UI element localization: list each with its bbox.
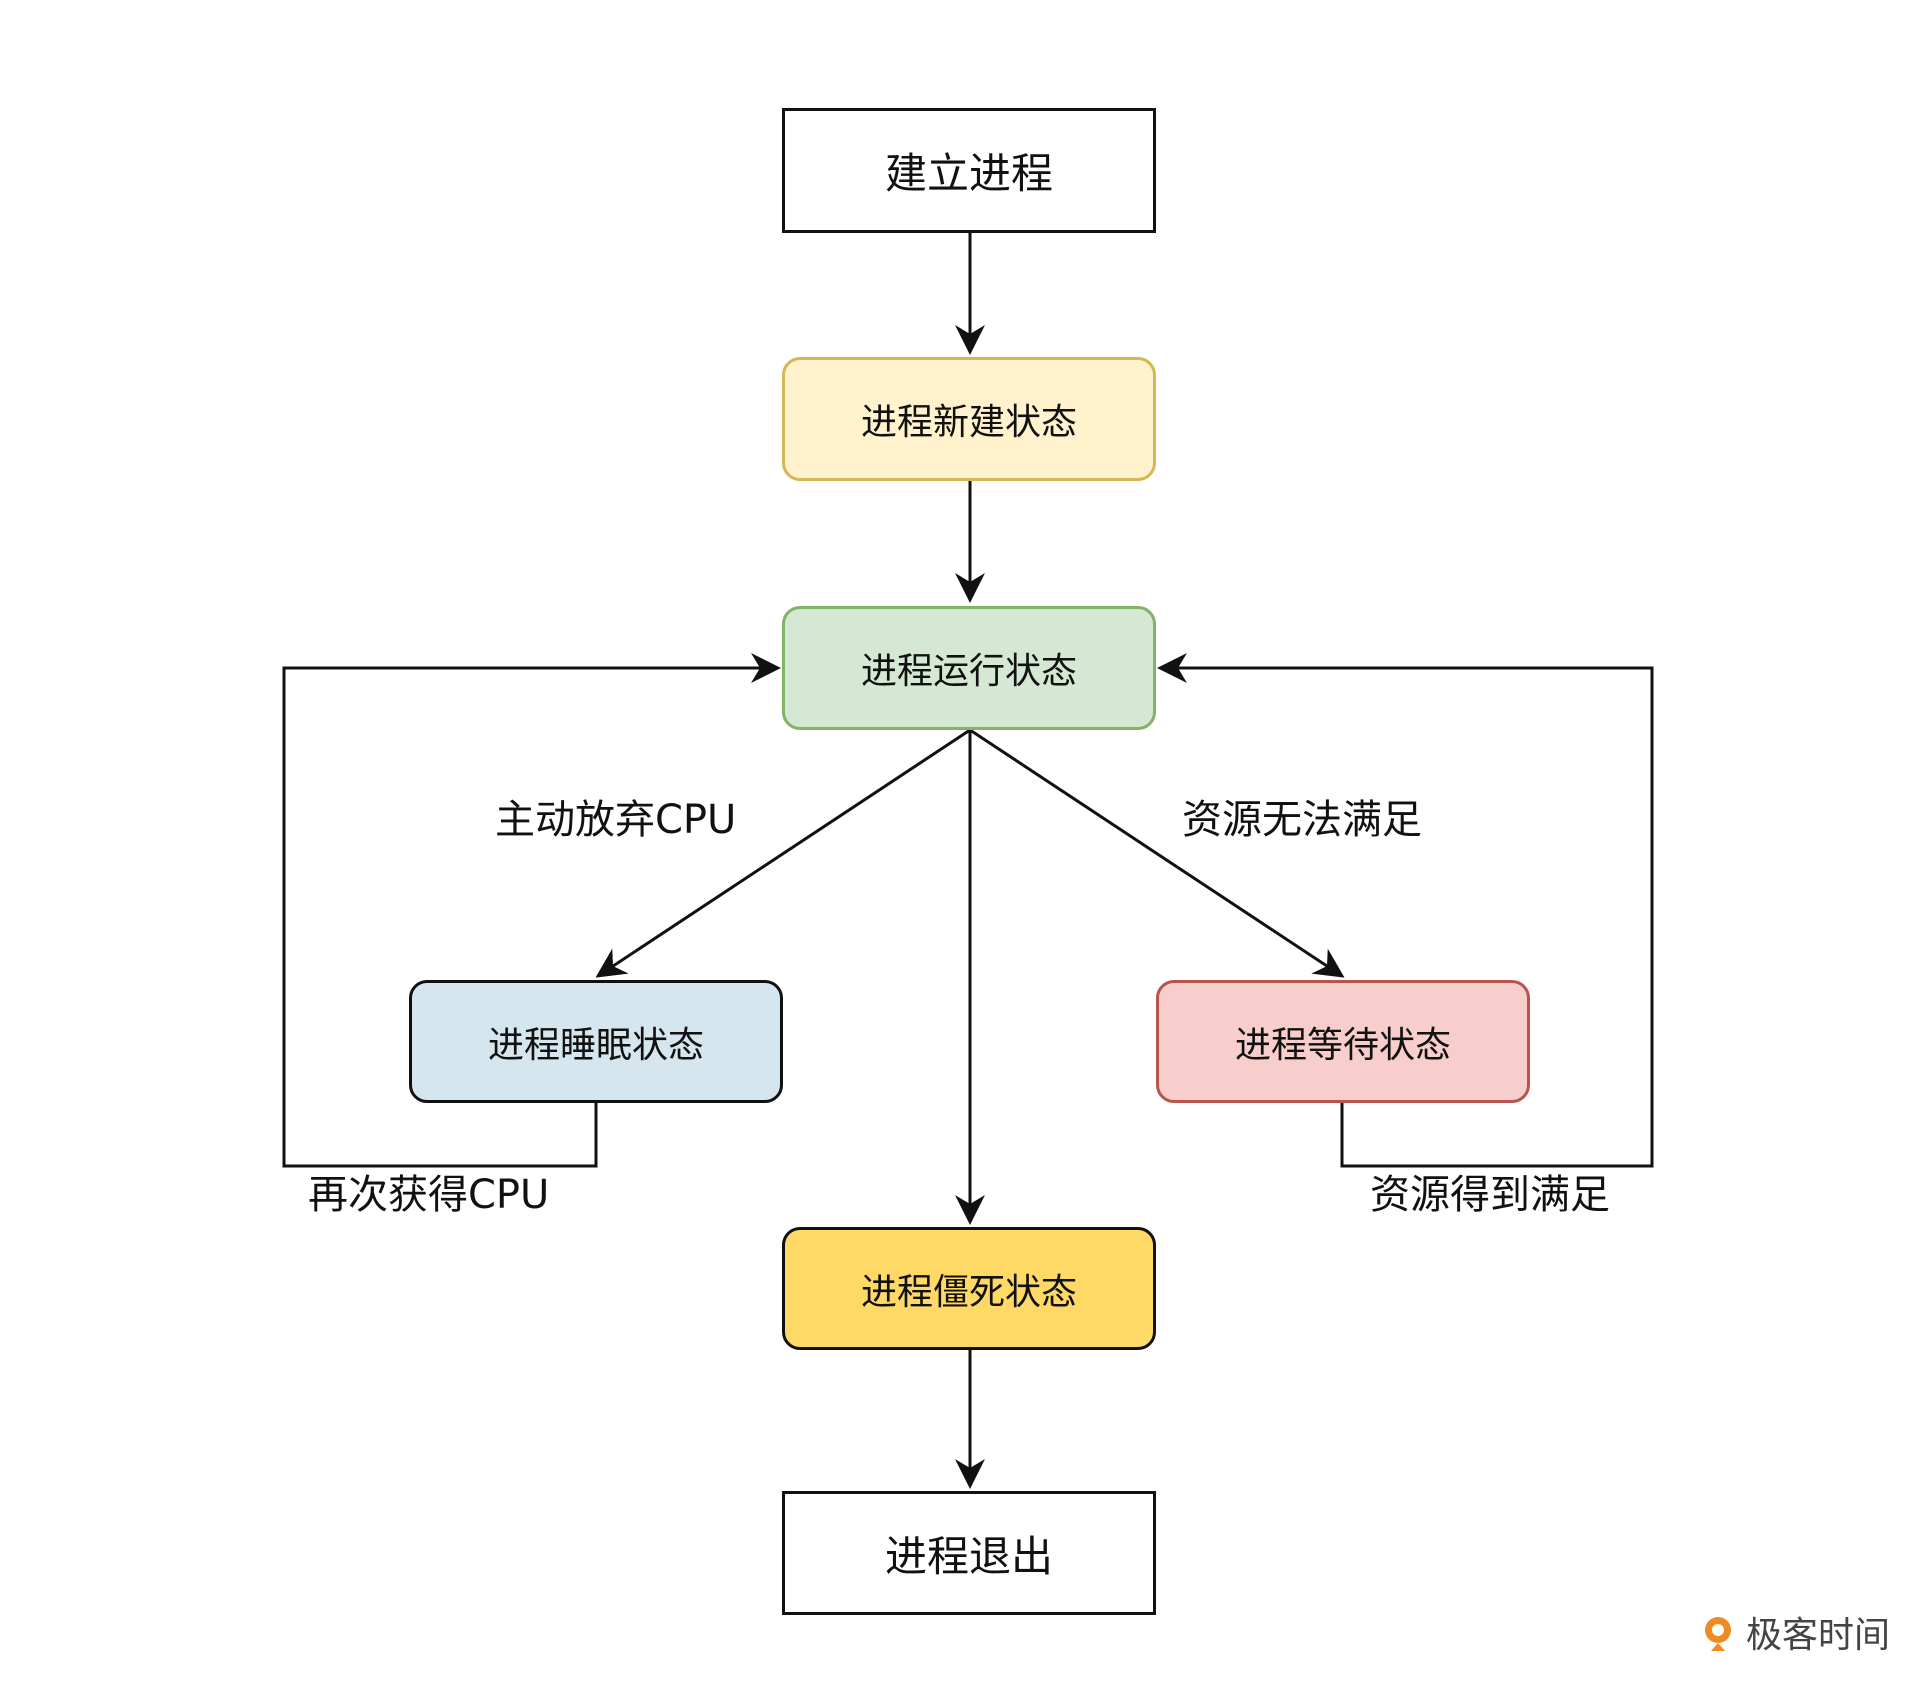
label-resource-satisfied: 资源得到满足	[1370, 1172, 1610, 1218]
label-give-up-cpu: 主动放弃CPU	[495, 797, 737, 843]
node-new-state: 进程新建状态	[782, 357, 1156, 481]
edge-waiting-to-running	[1157, 653, 1654, 1168]
edge-sleeping-to-running	[282, 653, 781, 1168]
edge-running-to-sleeping	[595, 728, 971, 978]
node-create-process: 建立进程	[782, 108, 1156, 233]
label-resource-unavailable: 资源无法满足	[1182, 797, 1422, 843]
edge-running-to-waiting	[969, 728, 1345, 978]
watermark-text: 极客时间	[1745, 1615, 1890, 1656]
node-running-state: 进程运行状态	[782, 606, 1156, 730]
geektime-logo-icon	[1698, 1612, 1738, 1652]
node-waiting-state: 进程等待状态	[1156, 980, 1530, 1103]
node-sleeping-state: 进程睡眠状态	[409, 980, 783, 1103]
label-regain-cpu: 再次获得CPU	[308, 1172, 550, 1218]
node-exit-process: 进程退出	[782, 1491, 1156, 1615]
node-zombie-state: 进程僵死状态	[782, 1227, 1156, 1350]
watermark: 极客时间	[1698, 1606, 1890, 1658]
